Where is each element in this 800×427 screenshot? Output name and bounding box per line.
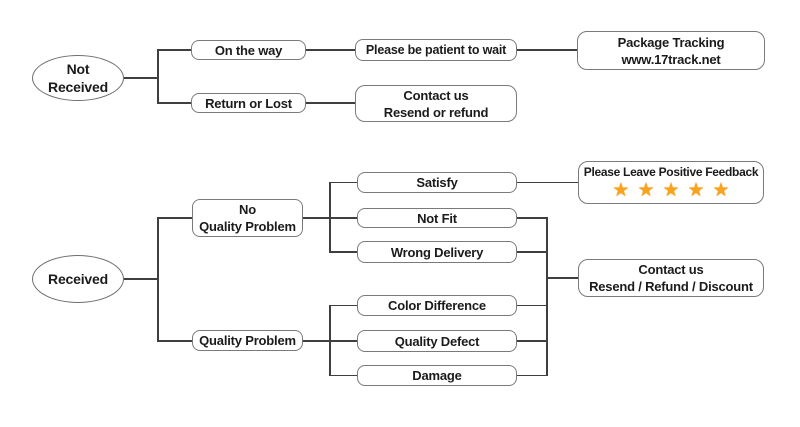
- node-label: Please Leave Positive Feedback: [583, 164, 759, 179]
- node-label: On the way: [214, 42, 283, 58]
- connector-line: [329, 304, 331, 376]
- node-quality-problem: Quality Problem: [192, 330, 303, 351]
- connector-line: [306, 49, 355, 51]
- connector-line: [157, 49, 159, 104]
- node-label: Quality Defect: [394, 333, 480, 349]
- node-label: No: [239, 202, 256, 217]
- node-label: Damage: [412, 368, 462, 383]
- node-wrong-delivery: Wrong Delivery: [357, 241, 517, 263]
- node-label: Contact us: [403, 87, 469, 103]
- connector-line: [517, 374, 546, 377]
- connector-line: [517, 251, 546, 253]
- node-return-or-lost: Return or Lost: [191, 93, 306, 113]
- connector-line: [303, 217, 329, 219]
- node-label: Contact us: [638, 262, 704, 277]
- node-package-tracking: Package Tracking www.17track.net: [577, 31, 765, 70]
- connector-line: [157, 340, 192, 342]
- connector-line: [329, 181, 357, 184]
- node-quality-defect: Quality Defect: [357, 330, 517, 352]
- connector-line: [124, 278, 158, 280]
- node-not-received: Not Received: [32, 55, 124, 101]
- connector-line: [329, 251, 357, 253]
- node-label: Received: [48, 271, 108, 287]
- connector-line: [157, 217, 159, 342]
- node-label: Package Tracking: [617, 34, 725, 50]
- connector-line: [124, 77, 157, 79]
- connector-line: [546, 277, 578, 279]
- node-label: Received: [48, 79, 108, 95]
- node-damage: Damage: [357, 365, 517, 386]
- node-label: Wrong Delivery: [390, 244, 484, 260]
- five-star-rating-icon: ★★★★★: [612, 179, 738, 201]
- node-on-the-way: On the way: [191, 40, 306, 60]
- node-positive-feedback: Please Leave Positive Feedback ★★★★★: [578, 161, 764, 204]
- node-label: Quality Problem: [199, 333, 296, 348]
- node-label: Not Fit: [417, 210, 457, 226]
- connector-line: [517, 217, 546, 219]
- node-label: Color Difference: [388, 298, 486, 313]
- node-label: Resend or refund: [383, 104, 489, 120]
- node-satisfy: Satisfy: [357, 172, 517, 193]
- node-not-fit: Not Fit: [357, 208, 517, 228]
- connector-line: [517, 340, 546, 342]
- node-label: Return or Lost: [205, 95, 292, 111]
- node-label: Not: [66, 61, 90, 77]
- connector-line: [546, 217, 548, 377]
- connector-line: [329, 304, 357, 307]
- connector-line: [517, 181, 578, 184]
- connector-line: [157, 49, 191, 51]
- connector-line: [517, 304, 546, 307]
- node-no-quality-problem: No Quality Problem: [192, 199, 303, 237]
- node-received: Received: [32, 255, 124, 303]
- node-label: Satisfy: [416, 175, 458, 190]
- connector-line: [517, 49, 577, 51]
- node-color-difference: Color Difference: [357, 295, 517, 316]
- connector-line: [157, 217, 192, 219]
- node-please-be-patient: Please be patient to wait: [355, 39, 517, 61]
- node-contact-us-resend-refund-discount: Contact us Resend / Refund / Discount: [578, 259, 764, 297]
- node-label: Please be patient to wait: [365, 42, 507, 57]
- connector-line: [329, 217, 357, 219]
- connector-line: [306, 102, 355, 104]
- node-contact-us-resend-refund: Contact us Resend or refund: [355, 85, 517, 122]
- node-label: www.17track.net: [621, 51, 721, 67]
- node-label: Resend / Refund / Discount: [589, 279, 753, 294]
- node-label: Quality Problem: [199, 219, 296, 234]
- connector-line: [329, 374, 357, 377]
- connector-line: [157, 102, 191, 104]
